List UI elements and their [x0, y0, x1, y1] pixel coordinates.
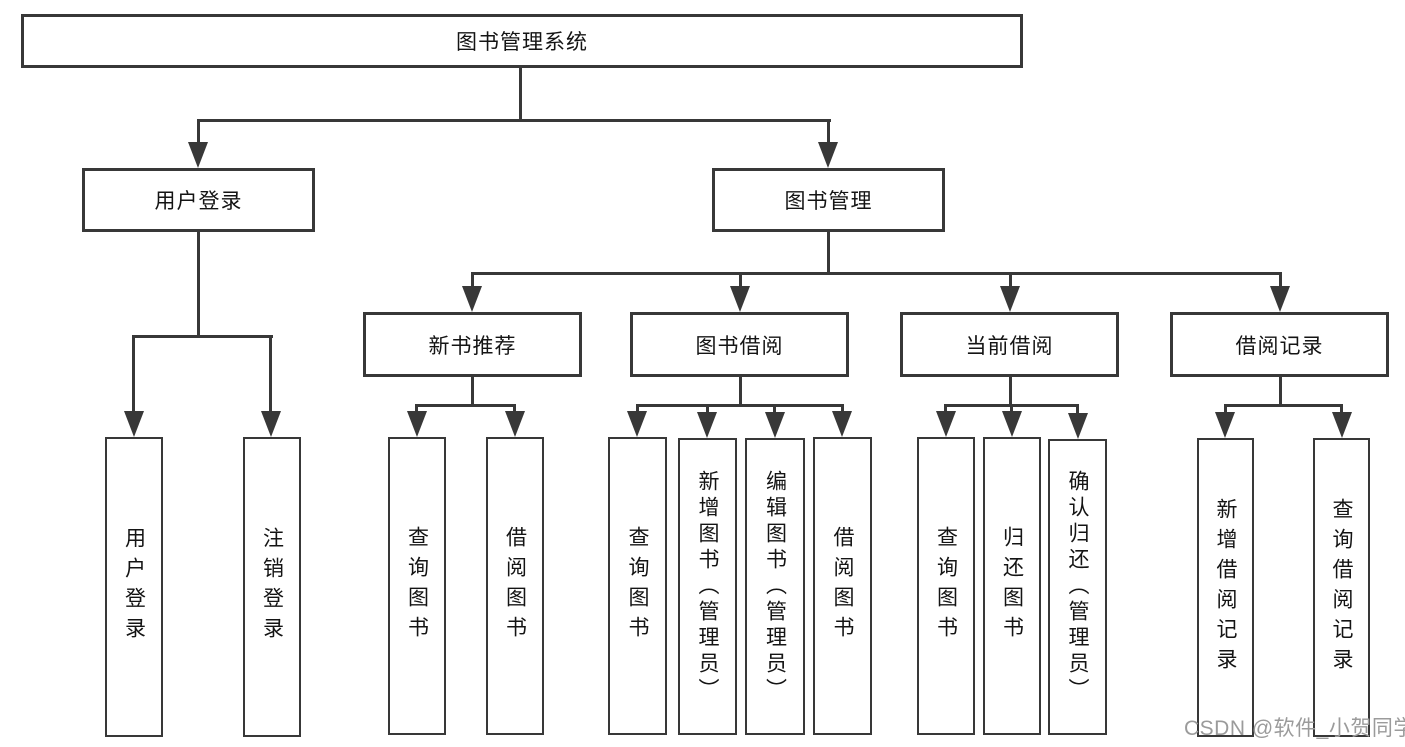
connector-arrowhead	[407, 411, 427, 437]
leaf-newbook-borrow-label: 借阅图书	[503, 526, 527, 646]
connector-arrowhead	[697, 412, 717, 438]
connector-line	[132, 335, 273, 338]
leaf-user-login-label: 用户登录	[122, 527, 146, 647]
leaf-current-return-label: 归还图书	[1000, 526, 1024, 646]
node-book-management-label: 图书管理	[784, 190, 873, 213]
leaf-borrow-add-admin-label: 新增图书（管理员）	[696, 469, 719, 704]
connector-line	[1010, 404, 1013, 414]
connector-arrowhead	[124, 411, 144, 437]
connector-line	[519, 68, 522, 122]
connector-line	[841, 404, 844, 414]
connector-line	[636, 404, 639, 414]
connector-arrowhead	[1332, 412, 1352, 438]
node-borrow-record-label: 借阅记录	[1235, 334, 1324, 358]
leaf-user-login: 用户登录	[105, 437, 163, 737]
root-node-label: 图书管理系统	[456, 31, 588, 54]
connector-arrowhead	[730, 286, 750, 312]
leaf-borrow-query-label: 查询图书	[626, 526, 649, 646]
connector-line	[739, 377, 742, 407]
leaf-borrow-book: 借阅图书	[813, 437, 872, 735]
node-new-book-recommend: 新书推荐	[363, 312, 582, 377]
csdn-watermark: CSDN @软件_小贺同学	[1184, 717, 1405, 740]
connector-arrowhead	[765, 412, 785, 438]
node-current-borrow: 当前借阅	[900, 312, 1119, 377]
connector-line	[415, 404, 516, 407]
connector-arrowhead	[936, 411, 956, 437]
node-book-borrow: 图书借阅	[630, 312, 849, 377]
leaf-logout-label: 注销登录	[260, 527, 284, 647]
connector-arrowhead	[1000, 286, 1020, 312]
connector-line	[197, 119, 200, 145]
connector-line	[269, 335, 272, 415]
connector-line	[1224, 404, 1343, 407]
connector-arrowhead	[832, 411, 852, 437]
node-user-login: 用户登录	[82, 168, 315, 232]
connector-line	[1279, 377, 1282, 407]
connector-line	[132, 335, 135, 415]
leaf-current-query: 查询图书	[917, 437, 975, 735]
node-borrow-record: 借阅记录	[1170, 312, 1389, 377]
leaf-newbook-query-label: 查询图书	[405, 526, 429, 646]
leaf-record-query: 查询借阅记录	[1313, 438, 1370, 737]
connector-arrowhead	[1215, 412, 1235, 438]
leaf-logout: 注销登录	[243, 437, 301, 737]
connector-line	[1340, 404, 1343, 414]
connector-line	[944, 404, 947, 414]
leaf-record-add-label: 新增借阅记录	[1214, 497, 1237, 678]
connector-line	[827, 232, 830, 275]
node-new-book-recommend-label: 新书推荐	[428, 334, 517, 358]
leaf-newbook-borrow: 借阅图书	[486, 437, 544, 735]
connector-arrowhead	[261, 411, 281, 437]
node-book-borrow-label: 图书借阅	[695, 334, 784, 358]
connector-line	[706, 404, 709, 414]
leaf-current-return: 归还图书	[983, 437, 1041, 735]
leaf-borrow-query: 查询图书	[608, 437, 667, 735]
connector-arrowhead	[818, 142, 838, 168]
connector-line	[471, 272, 1282, 275]
connector-line	[513, 404, 516, 414]
connector-line	[1076, 404, 1079, 414]
leaf-current-confirm-admin: 确认归还（管理员）	[1048, 439, 1107, 735]
node-current-borrow-label: 当前借阅	[965, 334, 1054, 358]
connector-arrowhead	[462, 286, 482, 312]
node-book-management: 图书管理	[712, 168, 945, 232]
connector-arrowhead	[188, 142, 208, 168]
connector-arrowhead	[1270, 286, 1290, 312]
leaf-current-query-label: 查询图书	[934, 526, 958, 646]
connector-line	[1224, 404, 1227, 414]
leaf-current-confirm-admin-label: 确认归还（管理员）	[1066, 470, 1089, 704]
leaf-newbook-query: 查询图书	[388, 437, 446, 735]
connector-line	[739, 272, 742, 290]
connector-line	[827, 119, 830, 145]
connector-line	[471, 272, 474, 290]
connector-line	[1009, 272, 1012, 290]
leaf-borrow-edit-admin-label: 编辑图书（管理员）	[763, 469, 787, 704]
connector-arrowhead	[1068, 413, 1088, 439]
root-node-library-system: 图书管理系统	[21, 14, 1023, 68]
connector-line	[471, 377, 474, 407]
connector-line	[197, 119, 831, 122]
node-user-login-label: 用户登录	[154, 190, 243, 213]
leaf-borrow-edit-admin: 编辑图书（管理员）	[745, 438, 805, 735]
leaf-borrow-book-label: 借阅图书	[831, 526, 854, 646]
connector-line	[415, 404, 418, 414]
leaf-borrow-add-admin: 新增图书（管理员）	[678, 438, 737, 735]
connector-line	[636, 404, 844, 407]
connector-line	[1279, 272, 1282, 290]
connector-line	[773, 404, 776, 414]
connector-line	[197, 232, 200, 338]
leaf-record-add: 新增借阅记录	[1197, 438, 1254, 737]
connector-line	[1009, 377, 1012, 407]
connector-arrowhead	[627, 411, 647, 437]
connector-arrowhead	[1002, 411, 1022, 437]
leaf-record-query-label: 查询借阅记录	[1330, 497, 1353, 678]
connector-arrowhead	[505, 411, 525, 437]
